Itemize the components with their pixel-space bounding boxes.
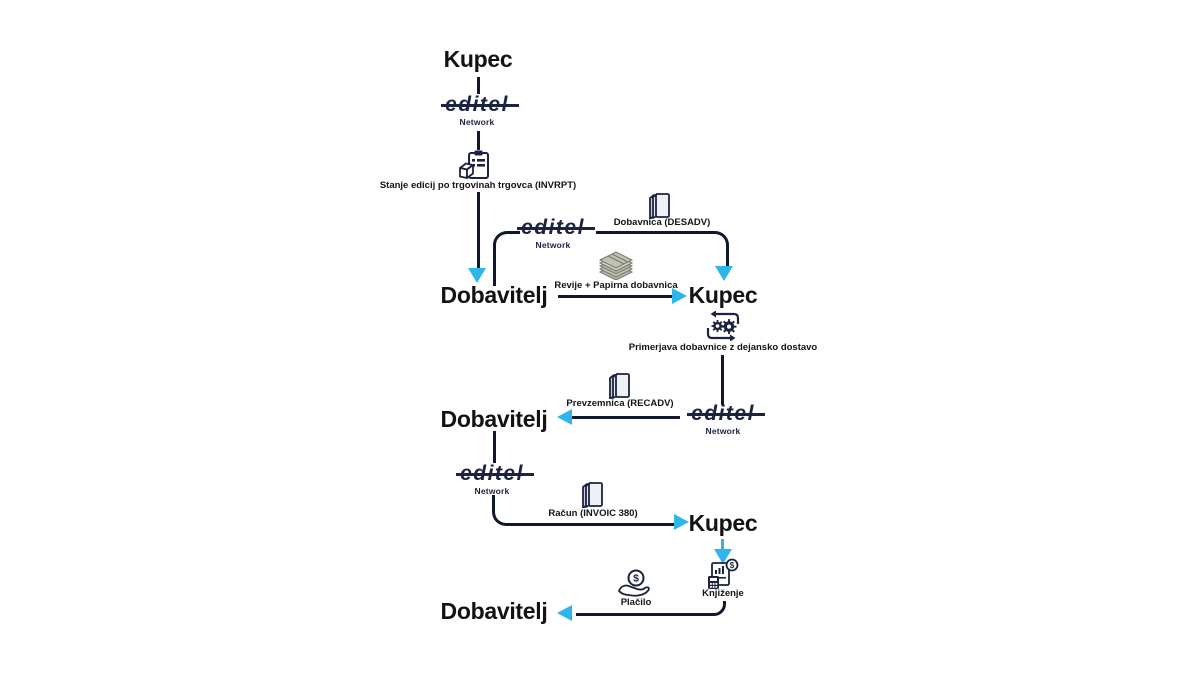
connector-editel-to-kupec-invoic: [492, 495, 677, 526]
inventory-report-icon: [459, 150, 489, 179]
desadv-document-icon: [649, 193, 670, 219]
arrowhead-right-kupec-invoic: [674, 514, 689, 530]
label-primerjava: Primerjava dobavnice z dejansko dostavo: [628, 342, 818, 353]
connector-dobavitelj-to-editel2: [493, 431, 496, 463]
editel-network-label: Network: [459, 117, 495, 127]
editel-strikethrough: [441, 104, 519, 107]
connector-knjizenje-to-dobavitelj: [576, 601, 726, 616]
editel-wordmark: editel: [441, 94, 519, 115]
editel-strikethrough: [456, 473, 534, 476]
connector-kupec-to-knjizenje: [721, 539, 724, 551]
node-kupec-top: Kupec: [443, 46, 513, 72]
label-invoic: Račun (INVOIC 380): [548, 508, 638, 519]
connector-editel-to-invrpt: [477, 131, 480, 150]
coin-dollar-glyph: $: [730, 561, 735, 570]
connector-editel-to-kupec-desadv: [596, 231, 729, 270]
label-recadv: Prevzemnica (RECADV): [566, 398, 674, 409]
editel-logo-recadv: editel Network: [673, 403, 773, 436]
arrowhead-down-dobavitelj: [468, 268, 486, 283]
invoic-document-icon: [582, 482, 603, 508]
payment-icon: $: [618, 569, 650, 597]
editel-network-label: Network: [705, 426, 741, 436]
arrowhead-left-dobavitelj: [557, 409, 572, 425]
node-dobavitelj-low: Dobavitelj: [440, 406, 548, 432]
connector-revije: [558, 295, 674, 298]
connector-kupec-to-editel: [477, 77, 480, 94]
label-invrpt: Stanje edicij po trgovinah trgovca (INVR…: [379, 180, 577, 191]
editel-logo-invoic: editel Network: [442, 463, 542, 496]
label-revije: Revije + Papirna dobavnica: [554, 280, 678, 291]
node-dobavitelj-mid: Dobavitelj: [440, 282, 548, 308]
editel-wordmark: editel: [456, 463, 534, 484]
editel-network-label: Network: [474, 486, 510, 496]
editel-logo-desadv: editel Network: [503, 217, 603, 250]
node-dobavitelj-bottom: Dobavitelj: [440, 598, 548, 624]
accounting-icon: $: [708, 558, 739, 589]
coin-dollar-glyph: $: [633, 573, 639, 585]
magazine-stack-icon: [598, 251, 634, 280]
recadv-document-icon: [609, 373, 630, 399]
editel-strikethrough: [517, 227, 595, 230]
node-kupec-low: Kupec: [688, 510, 758, 536]
connector-recadv: [572, 416, 680, 419]
editel-wordmark: editel: [517, 217, 595, 238]
connector-invrpt-to-dobavitelj: [477, 192, 480, 269]
connector-dobavitelj-up-to-editel: [493, 231, 520, 286]
arrowhead-left-dobavitelj-placilo: [557, 605, 572, 621]
connector-primerjava-to-editel: [721, 355, 724, 405]
editel-wordmark: editel: [687, 403, 765, 424]
label-desadv: Dobavnica (DESADV): [613, 217, 711, 228]
arrowhead-down-kupec: [715, 266, 733, 281]
node-kupec-mid: Kupec: [688, 282, 758, 308]
editel-strikethrough: [687, 413, 765, 416]
editel-network-label: Network: [535, 240, 571, 250]
arrowhead-down-knjizenje: [714, 549, 732, 564]
process-gears-icon: [706, 311, 740, 341]
label-placilo: Plačilo: [620, 597, 652, 608]
arrowhead-right-kupec: [672, 288, 687, 304]
label-knjizenje: Knjiženje: [702, 588, 744, 599]
editel-logo-top: editel Network: [427, 94, 527, 127]
